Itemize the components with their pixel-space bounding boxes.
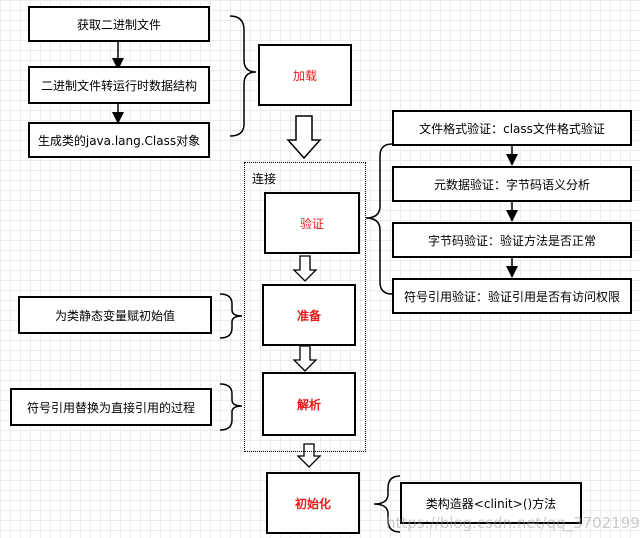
init-stage-box: 初始化 <box>266 472 360 534</box>
resolve-note: 符号引用替换为直接引用的过程 <box>10 388 212 426</box>
hollow-arrow-verify-prepare <box>292 255 318 282</box>
prepare-note-label: 为类静态变量赋初始值 <box>54 308 175 323</box>
load-step-1-label: 获取二进制文件 <box>76 17 161 32</box>
load-stage-box: 加载 <box>258 44 352 106</box>
verify-step-3-label: 字节码验证：验证方法是否正常 <box>427 233 596 248</box>
resolve-note-label: 符号引用替换为直接引用的过程 <box>26 400 195 415</box>
load-step-2: 二进制文件转运行时数据结构 <box>28 66 210 104</box>
init-note: 类构造器<clinit>()方法 <box>400 482 582 524</box>
verify-step-2-label: 元数据验证：字节码语义分析 <box>433 177 590 192</box>
load-stage-label: 加载 <box>292 68 317 83</box>
watermark-text: https://blog.csdn.net/qq_37021992 <box>386 514 640 532</box>
verify-step-4: 符号引用验证：验证引用是否有访问权限 <box>392 278 632 314</box>
verify-step-4-label: 符号引用验证：验证引用是否有访问权限 <box>403 289 620 304</box>
brace-resolve <box>219 383 243 431</box>
prepare-stage-box: 准备 <box>262 284 356 346</box>
resolve-stage-label: 解析 <box>296 397 321 412</box>
load-step-3: 生成类的java.lang.Class对象 <box>28 122 210 158</box>
prepare-note: 为类静态变量赋初始值 <box>18 296 212 334</box>
load-step-2-label: 二进制文件转运行时数据结构 <box>40 78 197 93</box>
resolve-stage-box: 解析 <box>262 372 356 436</box>
load-step-1: 获取二进制文件 <box>28 6 210 42</box>
prepare-stage-label: 准备 <box>296 308 321 323</box>
load-step-3-label: 生成类的java.lang.Class对象 <box>37 133 201 148</box>
hollow-arrow-load-link <box>286 115 322 160</box>
brace-verify <box>365 143 393 295</box>
init-stage-label: 初始化 <box>294 496 331 511</box>
verify-step-1-label: 文件格式验证：class文件格式验证 <box>419 121 605 136</box>
verify-stage-box: 验证 <box>264 192 360 254</box>
link-group-label: 连接 <box>252 172 277 186</box>
link-group <box>244 162 366 452</box>
brace-prepare <box>219 293 243 339</box>
brace-init <box>373 475 401 533</box>
verify-step-1: 文件格式验证：class文件格式验证 <box>392 110 632 146</box>
brace-load <box>229 15 257 137</box>
hollow-arrow-prepare-resolve <box>292 345 318 372</box>
init-note-label: 类构造器<clinit>()方法 <box>425 496 557 511</box>
verify-stage-label: 验证 <box>299 216 324 231</box>
verify-step-2: 元数据验证：字节码语义分析 <box>392 166 632 202</box>
verify-step-3: 字节码验证：验证方法是否正常 <box>392 222 632 258</box>
hollow-arrow-link-init <box>296 443 322 468</box>
